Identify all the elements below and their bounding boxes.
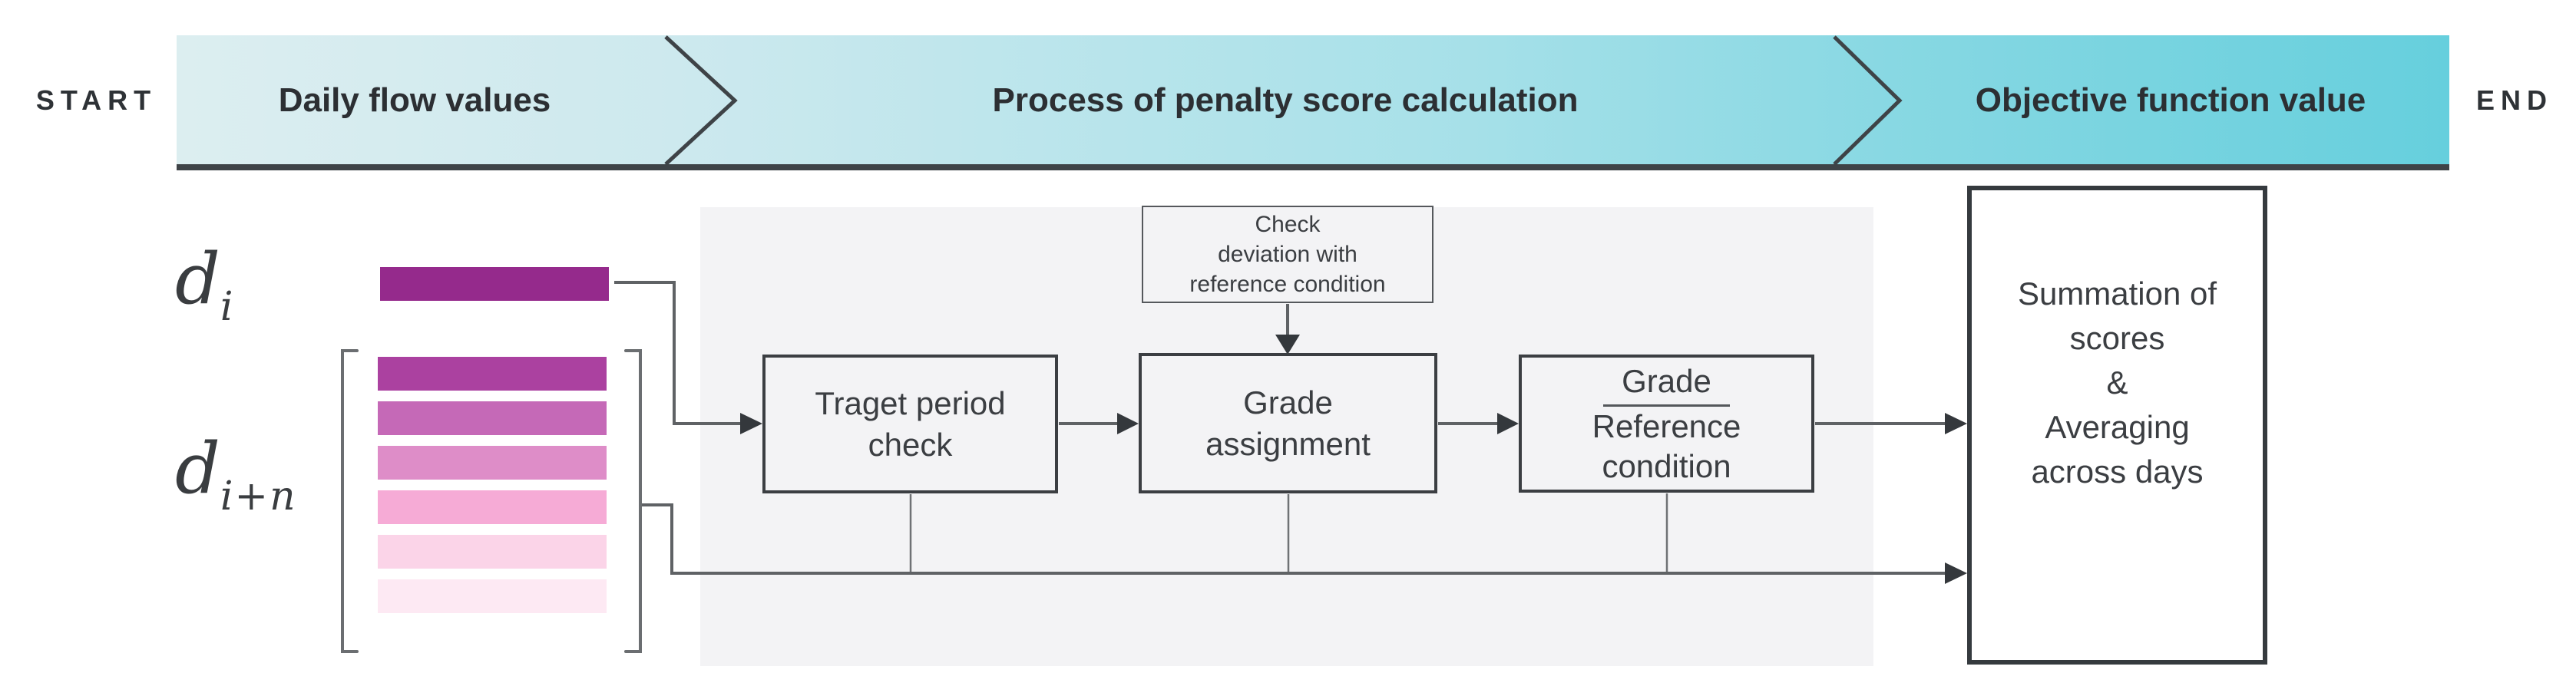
grade-over-reference-box: Grade Reference condition bbox=[1519, 355, 1814, 493]
flow-bar bbox=[378, 490, 607, 524]
target-period-check-box: Traget period check bbox=[762, 355, 1058, 493]
output-box-line: & bbox=[2106, 364, 2128, 401]
flow-bar bbox=[378, 357, 607, 391]
d-i-subscript: i bbox=[220, 284, 235, 330]
grade-assignment-box: Grade assignment bbox=[1139, 353, 1437, 493]
ratio-denominator-line: Reference bbox=[1592, 407, 1741, 444]
check-box-line: deviation with bbox=[1218, 242, 1357, 267]
grade-box-line: Grade bbox=[1243, 384, 1333, 421]
start-label: START bbox=[35, 84, 157, 116]
flow-bar bbox=[378, 535, 607, 569]
d-i-plus-n-label: di+n bbox=[175, 434, 297, 520]
arrow-bracket-to-output bbox=[642, 503, 1945, 575]
banner-chevron-2 bbox=[1833, 35, 1903, 166]
arrow-di-to-target bbox=[614, 281, 740, 425]
grade-box-line: assignment bbox=[1205, 425, 1371, 462]
check-box-line: Check bbox=[1255, 212, 1321, 237]
end-label: END bbox=[2475, 84, 2553, 116]
target-box-line: check bbox=[868, 426, 953, 463]
banner-segment-penalty-score-process: Process of penalty score calculation bbox=[992, 81, 1579, 119]
banner-chevron-1 bbox=[664, 35, 738, 166]
summation-averaging-box: Summation of scores & Averaging across d… bbox=[1967, 186, 2267, 665]
flow-bar bbox=[378, 401, 607, 435]
flow-bar bbox=[378, 446, 607, 480]
output-box-line: scores bbox=[2069, 320, 2165, 356]
d-i-base: d bbox=[175, 238, 220, 320]
d-i-plus-n-base: d bbox=[175, 427, 220, 510]
d-i-plus-n-subscript: i+n bbox=[220, 473, 297, 520]
check-deviation-box: Check deviation with reference condition bbox=[1142, 206, 1433, 303]
ratio-numerator: Grade bbox=[1603, 361, 1730, 407]
banner-segment-objective-function-value: Objective function value bbox=[1975, 81, 2366, 119]
d-i-label: di bbox=[175, 244, 235, 331]
output-box-line: Summation of bbox=[2017, 275, 2217, 312]
banner-gradient-band bbox=[177, 35, 2449, 165]
banner-segment-daily-flow-values: Daily flow values bbox=[278, 81, 551, 119]
ratio-denominator-line: condition bbox=[1602, 447, 1731, 484]
check-box-line: reference condition bbox=[1189, 272, 1386, 297]
flow-bar bbox=[378, 579, 607, 613]
right-bracket bbox=[624, 349, 642, 653]
banner-underline bbox=[177, 164, 2449, 170]
output-box-line: Averaging bbox=[2045, 409, 2190, 445]
output-box-line: across days bbox=[2031, 454, 2204, 490]
left-bracket bbox=[341, 349, 359, 653]
d-i-flow-bar bbox=[380, 267, 609, 301]
target-box-line: Traget period bbox=[815, 384, 1006, 421]
